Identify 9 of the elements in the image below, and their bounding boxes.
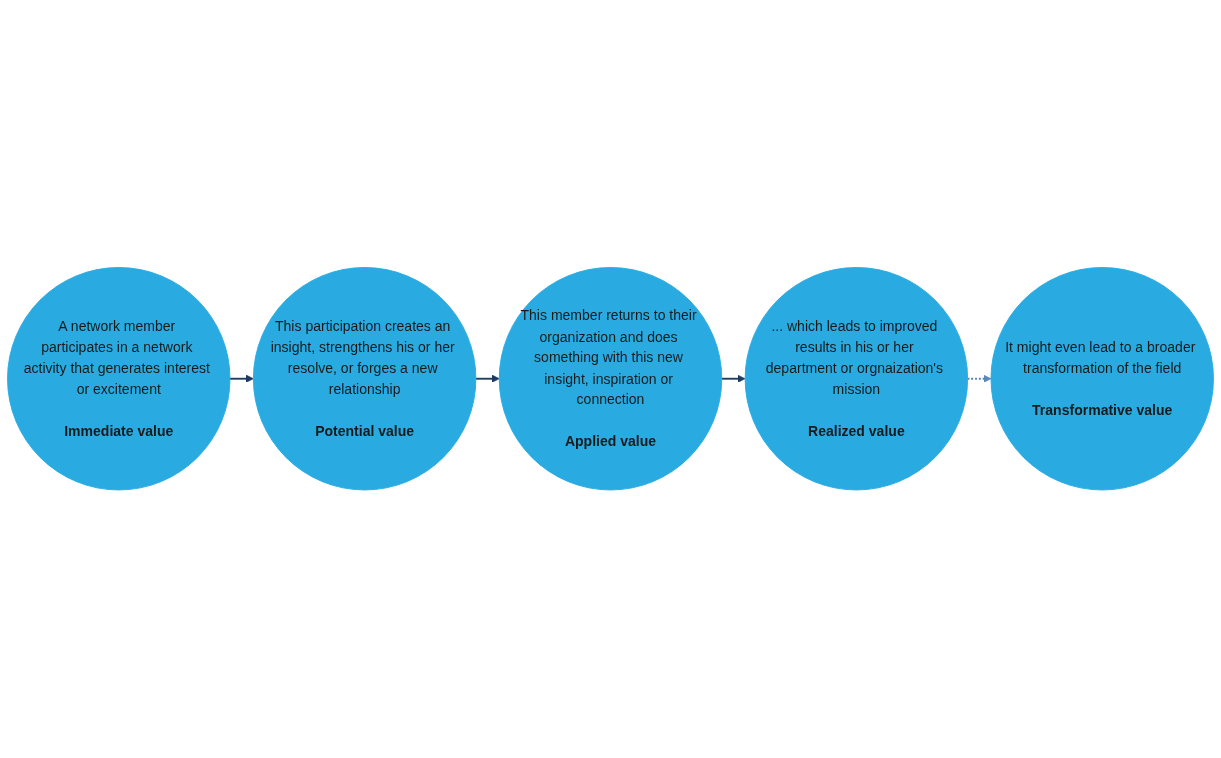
arrow: [474, 374, 500, 384]
node-circle: A network member participates in a network activity that generates interest or excitement Immediate value: [7, 267, 231, 491]
arrow: [229, 374, 254, 384]
arrow: [966, 374, 992, 384]
arrow: [720, 374, 746, 384]
node-circle: This member returns to their organization and does something with this new insight, inspiration or connection Applied value: [498, 267, 723, 491]
node-circle: This participation creates an insight, strengthens his or her resolve, or forges a new relationship Potential value: [252, 267, 477, 491]
node-circle: It might even lead to a broader transformation of the field Transformative value: [990, 267, 1214, 491]
node-circle: ... which leads to improved results in his or her department or orgnaization's mission Realized value: [744, 267, 969, 491]
